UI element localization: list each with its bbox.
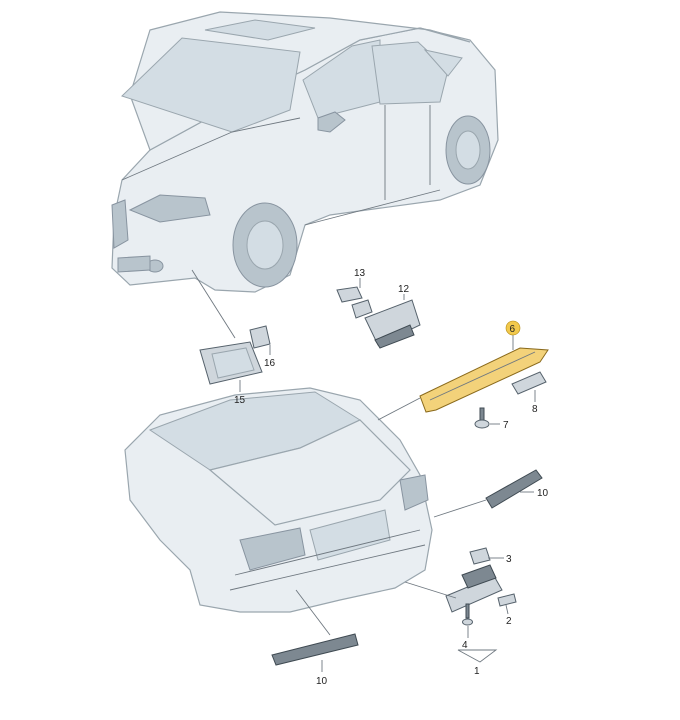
callout-4: 4 bbox=[462, 640, 468, 651]
part-12-shape bbox=[351, 299, 421, 349]
highlight-badge bbox=[505, 320, 521, 336]
callout-2: 2 bbox=[506, 616, 512, 627]
leader-lines bbox=[191, 269, 536, 672]
callout-6: 6 bbox=[510, 324, 516, 335]
part-13-shape bbox=[336, 286, 363, 303]
part-10-lower-shape bbox=[271, 633, 359, 666]
callout-10-lower: 10 bbox=[316, 676, 328, 687]
part-4-shape bbox=[462, 603, 473, 626]
part-16-shape bbox=[249, 325, 271, 349]
part-15-shape bbox=[199, 341, 263, 385]
callout-8: 8 bbox=[532, 404, 538, 415]
callout-labels: 6 13 12 16 15 8 7 10 3 2 4 1 10 bbox=[234, 268, 549, 687]
callout-3: 3 bbox=[506, 554, 512, 565]
callout-13: 13 bbox=[354, 268, 366, 279]
part-8-shape bbox=[511, 371, 547, 395]
part-10-upper-shape bbox=[485, 469, 543, 509]
part-2-shape bbox=[497, 593, 517, 607]
callout-1: 1 bbox=[474, 666, 480, 677]
part-7-shape bbox=[474, 407, 490, 429]
callout-12: 12 bbox=[398, 284, 410, 295]
part-1-shape bbox=[445, 564, 503, 613]
callout-16: 16 bbox=[264, 358, 276, 369]
callout-15: 15 bbox=[234, 395, 246, 406]
callout-10-upper: 10 bbox=[537, 488, 549, 499]
part-6-shape bbox=[419, 347, 549, 413]
callout-7: 7 bbox=[503, 420, 509, 431]
part-3-shape bbox=[469, 547, 491, 565]
rear-car-illustration bbox=[124, 387, 433, 613]
front-car-illustration bbox=[111, 11, 499, 293]
